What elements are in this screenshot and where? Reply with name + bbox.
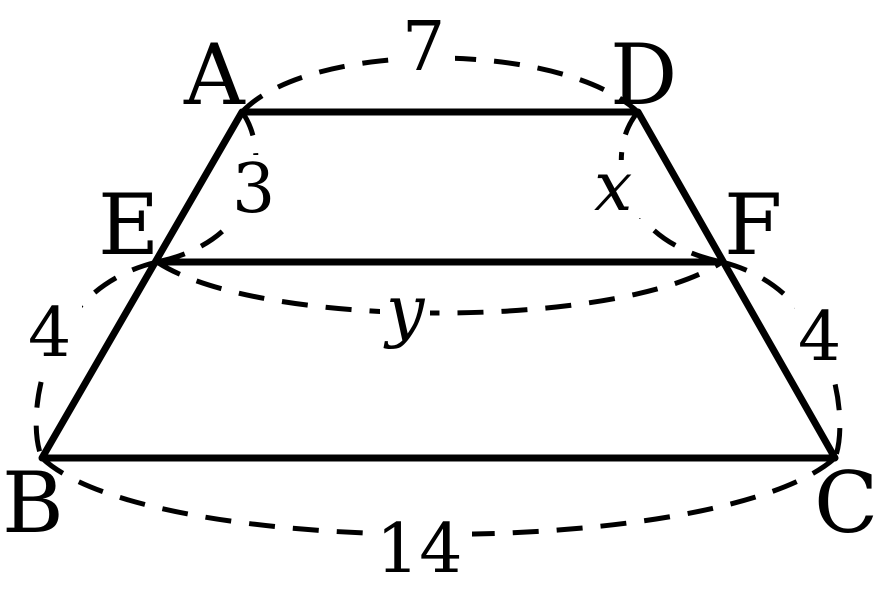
trapezoid-abcd xyxy=(38,108,839,462)
point-c-label: C xyxy=(814,454,878,552)
point-d-label: D xyxy=(610,26,677,124)
length-eb-label: 4 xyxy=(28,294,71,373)
length-df-label: x xyxy=(594,148,632,227)
arc-ae xyxy=(156,110,259,265)
length-fc-label: 4 xyxy=(798,298,841,377)
length-bc-label: 14 xyxy=(376,510,463,589)
point-e-label: E xyxy=(98,176,159,274)
length-ae-label: 3 xyxy=(232,150,275,229)
arc-df xyxy=(618,110,723,265)
length-ad-label: 7 xyxy=(402,8,445,87)
point-a-label: A xyxy=(183,26,246,124)
point-b-label: B xyxy=(2,454,64,552)
arc-ef xyxy=(155,259,724,316)
point-f-label: F xyxy=(724,176,782,274)
length-ef-label: y xyxy=(383,272,426,351)
arc-ad xyxy=(240,55,640,114)
